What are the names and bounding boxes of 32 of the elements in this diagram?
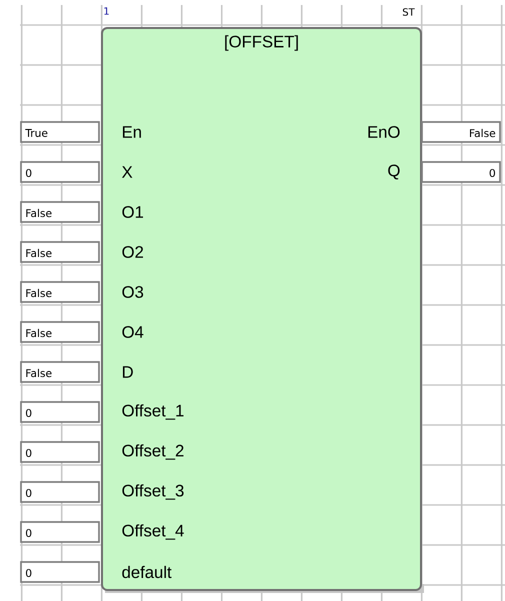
value-box: True (20, 121, 100, 143)
block-type-label: ST (402, 8, 415, 16)
pin-label: Q (388, 164, 400, 180)
pin-label: Offset_1 (122, 404, 184, 420)
pin-label: D (122, 366, 133, 378)
value-box: 0 (20, 521, 100, 543)
pin-label: Offset_3 (122, 484, 184, 500)
value-box: False (20, 361, 100, 383)
pin-label: O2 (122, 246, 143, 258)
value-box: False (421, 121, 501, 143)
pin-label: O3 (122, 286, 144, 298)
value-box: 0 (421, 161, 501, 183)
value-box: 0 (20, 481, 100, 503)
block-title: [OFFSET] (225, 35, 298, 51)
function-block (101, 27, 424, 593)
value-box: False (20, 201, 100, 223)
pin-label: default (122, 566, 172, 578)
value-box: 0 (20, 401, 100, 423)
column-number: 1 (104, 7, 109, 15)
pin-label: En (122, 126, 141, 138)
value-box: False (20, 241, 100, 263)
pin-label: Offset_4 (122, 524, 184, 540)
value-box: 0 (20, 441, 100, 463)
pin-label: X (122, 166, 132, 178)
value-box: 0 (20, 161, 100, 183)
pin-label: Offset_2 (122, 444, 184, 460)
pin-label: O1 (122, 206, 144, 218)
value-box: False (20, 281, 100, 303)
value-box: False (20, 321, 100, 343)
value-box: 0 (20, 561, 100, 583)
pin-label: O4 (122, 326, 144, 338)
pin-label: EnO (368, 126, 400, 138)
